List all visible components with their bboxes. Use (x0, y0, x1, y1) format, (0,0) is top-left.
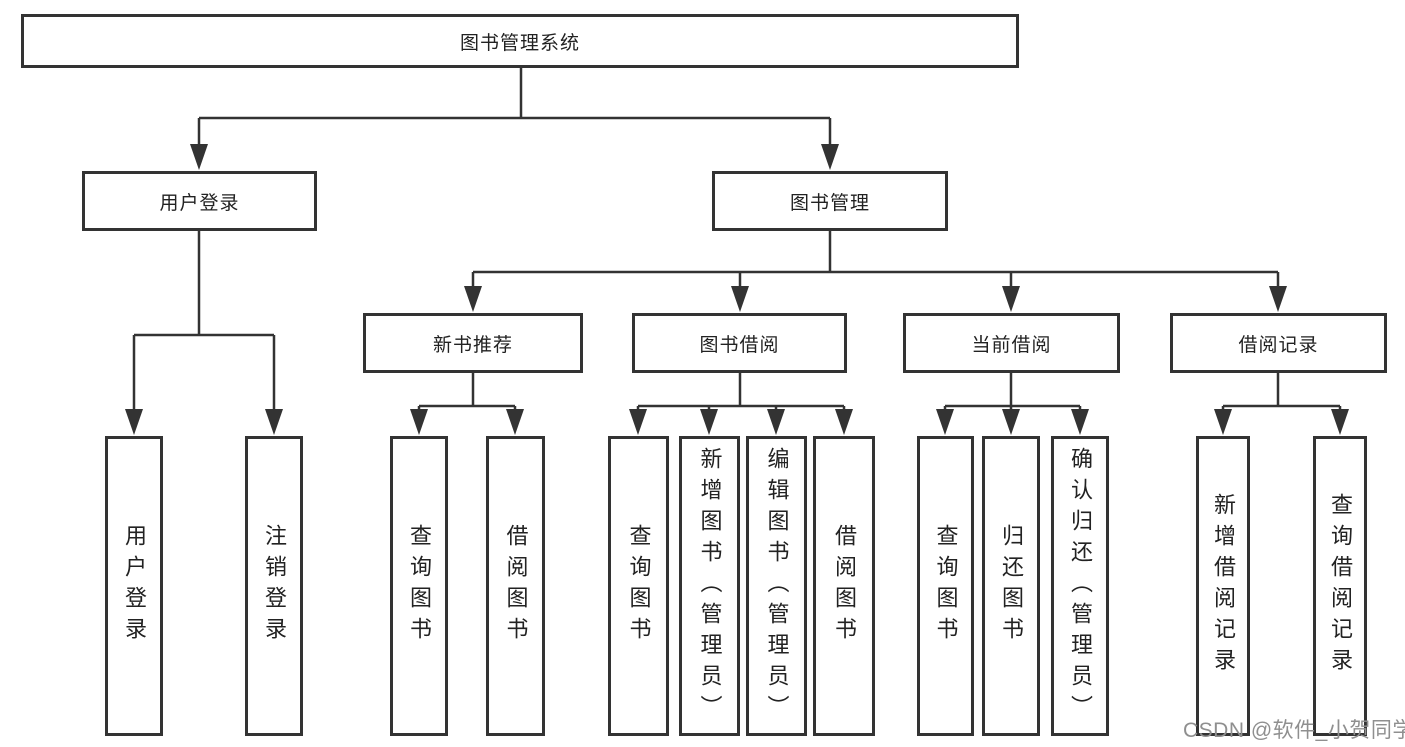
node-label: 查询图书 (626, 524, 652, 648)
node-label: 新增借阅记录 (1211, 493, 1236, 679)
node-label: 新增图书（管理员） (697, 446, 723, 726)
leaf-edit-books-admin: 编辑图书（管理员） (746, 436, 807, 736)
leaf-query-borrow-record: 查询借阅记录 (1313, 436, 1367, 736)
node-library-system: 图书管理系统 (21, 14, 1019, 68)
watermark-text: CSDN @软件_小贺同学 (1183, 719, 1405, 742)
node-label: 用户登录 (159, 192, 240, 214)
node-label: 借阅图书 (503, 524, 529, 648)
leaf-add-books-admin: 新增图书（管理员） (679, 436, 740, 736)
node-user-login: 用户登录 (82, 171, 317, 231)
node-book-management: 图书管理 (712, 171, 948, 231)
leaf-return-books: 归还图书 (982, 436, 1040, 736)
leaf-add-borrow-record: 新增借阅记录 (1196, 436, 1250, 736)
node-label: 新书推荐 (432, 334, 513, 356)
node-label: 借阅记录 (1238, 334, 1319, 356)
node-label: 确认归还（管理员） (1068, 446, 1093, 726)
node-label: 查询图书 (933, 524, 959, 648)
node-label: 当前借阅 (971, 334, 1052, 356)
node-current-borrowing: 当前借阅 (903, 313, 1120, 373)
leaf-query-books-current: 查询图书 (917, 436, 974, 736)
node-label: 用户登录 (122, 524, 147, 648)
node-label: 编辑图书（管理员） (764, 446, 790, 726)
node-label: 归还图书 (999, 524, 1024, 648)
leaf-confirm-return-admin: 确认归还（管理员） (1051, 436, 1109, 736)
node-label: 借阅图书 (832, 524, 857, 648)
node-new-book-recommend: 新书推荐 (363, 313, 583, 373)
leaf-logout: 注销登录 (245, 436, 303, 736)
leaf-query-books-recommend: 查询图书 (390, 436, 448, 736)
node-borrow-records: 借阅记录 (1170, 313, 1387, 373)
leaf-query-books-borrowing: 查询图书 (608, 436, 669, 736)
arrowhead-icons (125, 144, 1349, 435)
node-label: 查询图书 (407, 524, 432, 648)
node-label: 图书管理系统 (459, 32, 580, 54)
node-label: 图书管理 (789, 192, 870, 214)
node-label: 查询借阅记录 (1328, 493, 1353, 679)
node-label: 图书借阅 (699, 334, 780, 356)
leaf-borrow-books-recommend: 借阅图书 (486, 436, 545, 736)
leaf-user-login: 用户登录 (105, 436, 163, 736)
leaf-borrow-books-borrowing: 借阅图书 (813, 436, 875, 736)
node-label: 注销登录 (262, 524, 287, 648)
node-book-borrowing: 图书借阅 (632, 313, 847, 373)
